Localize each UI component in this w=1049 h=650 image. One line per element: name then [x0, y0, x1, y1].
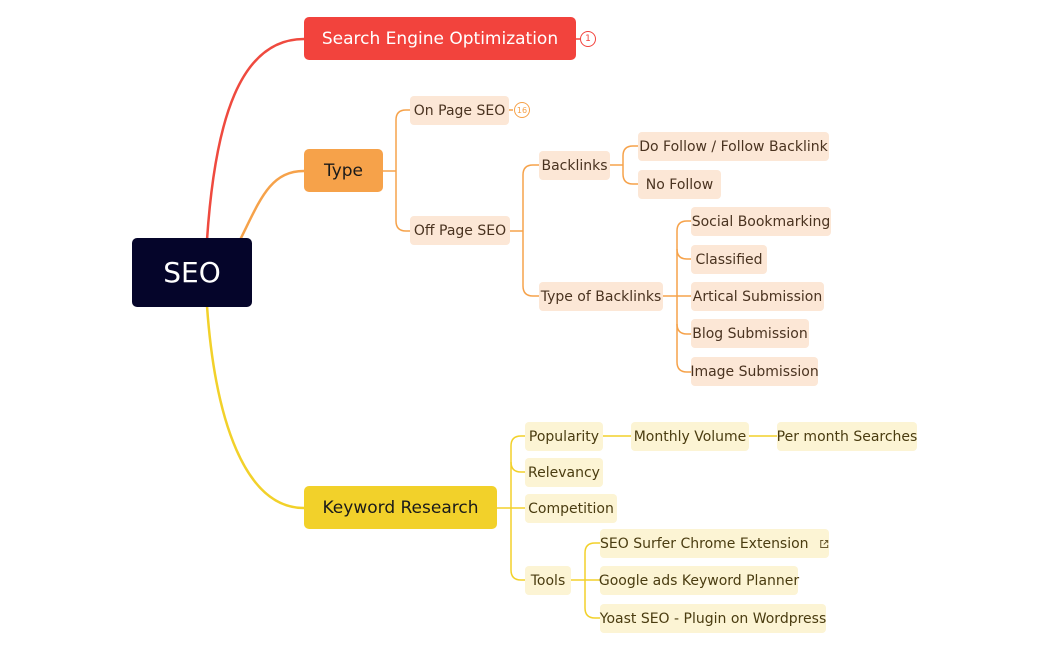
- node-do-follow[interactable]: Do Follow / Follow Backlink: [638, 132, 829, 161]
- node-relevancy[interactable]: Relevancy: [525, 458, 603, 487]
- node-yoast-seo[interactable]: Yoast SEO - Plugin on Wordpress: [600, 604, 826, 633]
- count-badge-1[interactable]: 1: [580, 31, 596, 47]
- type-connectors: [383, 109, 691, 373]
- node-per-month-searches[interactable]: Per month Searches: [777, 422, 917, 451]
- node-monthly-volume[interactable]: Monthly Volume: [631, 422, 749, 451]
- node-search-engine-optimization[interactable]: Search Engine Optimization: [304, 17, 576, 60]
- node-image-submission[interactable]: Image Submission: [690, 357, 819, 386]
- node-type[interactable]: Type: [304, 149, 383, 192]
- node-no-follow[interactable]: No Follow: [638, 170, 721, 199]
- node-popularity[interactable]: Popularity: [525, 422, 603, 451]
- keyword-connectors: [497, 435, 777, 619]
- node-seo-surfer[interactable]: SEO Surfer Chrome Extension: [600, 529, 829, 558]
- node-classified[interactable]: Classified: [691, 245, 767, 274]
- node-artical-submission[interactable]: Artical Submission: [691, 282, 824, 311]
- node-on-page-seo[interactable]: On Page SEO: [410, 96, 509, 125]
- node-label: Keyword Research: [322, 497, 479, 518]
- node-google-ads-keyword-planner[interactable]: Google ads Keyword Planner: [599, 566, 799, 595]
- node-type-of-backlinks[interactable]: Type of Backlinks: [539, 282, 663, 311]
- node-competition[interactable]: Competition: [525, 494, 617, 523]
- connector-root-keyword: [205, 305, 305, 510]
- node-label: Type: [323, 160, 364, 181]
- connector-root-seo-full: [205, 37, 305, 241]
- node-off-page-seo[interactable]: Off Page SEO: [410, 216, 510, 245]
- node-tools[interactable]: Tools: [525, 566, 571, 595]
- count-badge-16[interactable]: 16: [514, 102, 530, 118]
- node-backlinks[interactable]: Backlinks: [539, 151, 610, 180]
- node-social-bookmarking[interactable]: Social Bookmarking: [691, 207, 831, 236]
- root-node-seo[interactable]: SEO: [132, 238, 252, 307]
- external-link-icon[interactable]: [819, 538, 829, 550]
- node-label: Search Engine Optimization: [321, 28, 559, 49]
- connector-root-type: [238, 169, 305, 241]
- root-label: SEO: [163, 256, 221, 289]
- node-blog-submission[interactable]: Blog Submission: [691, 319, 809, 348]
- node-keyword-research[interactable]: Keyword Research: [304, 486, 497, 529]
